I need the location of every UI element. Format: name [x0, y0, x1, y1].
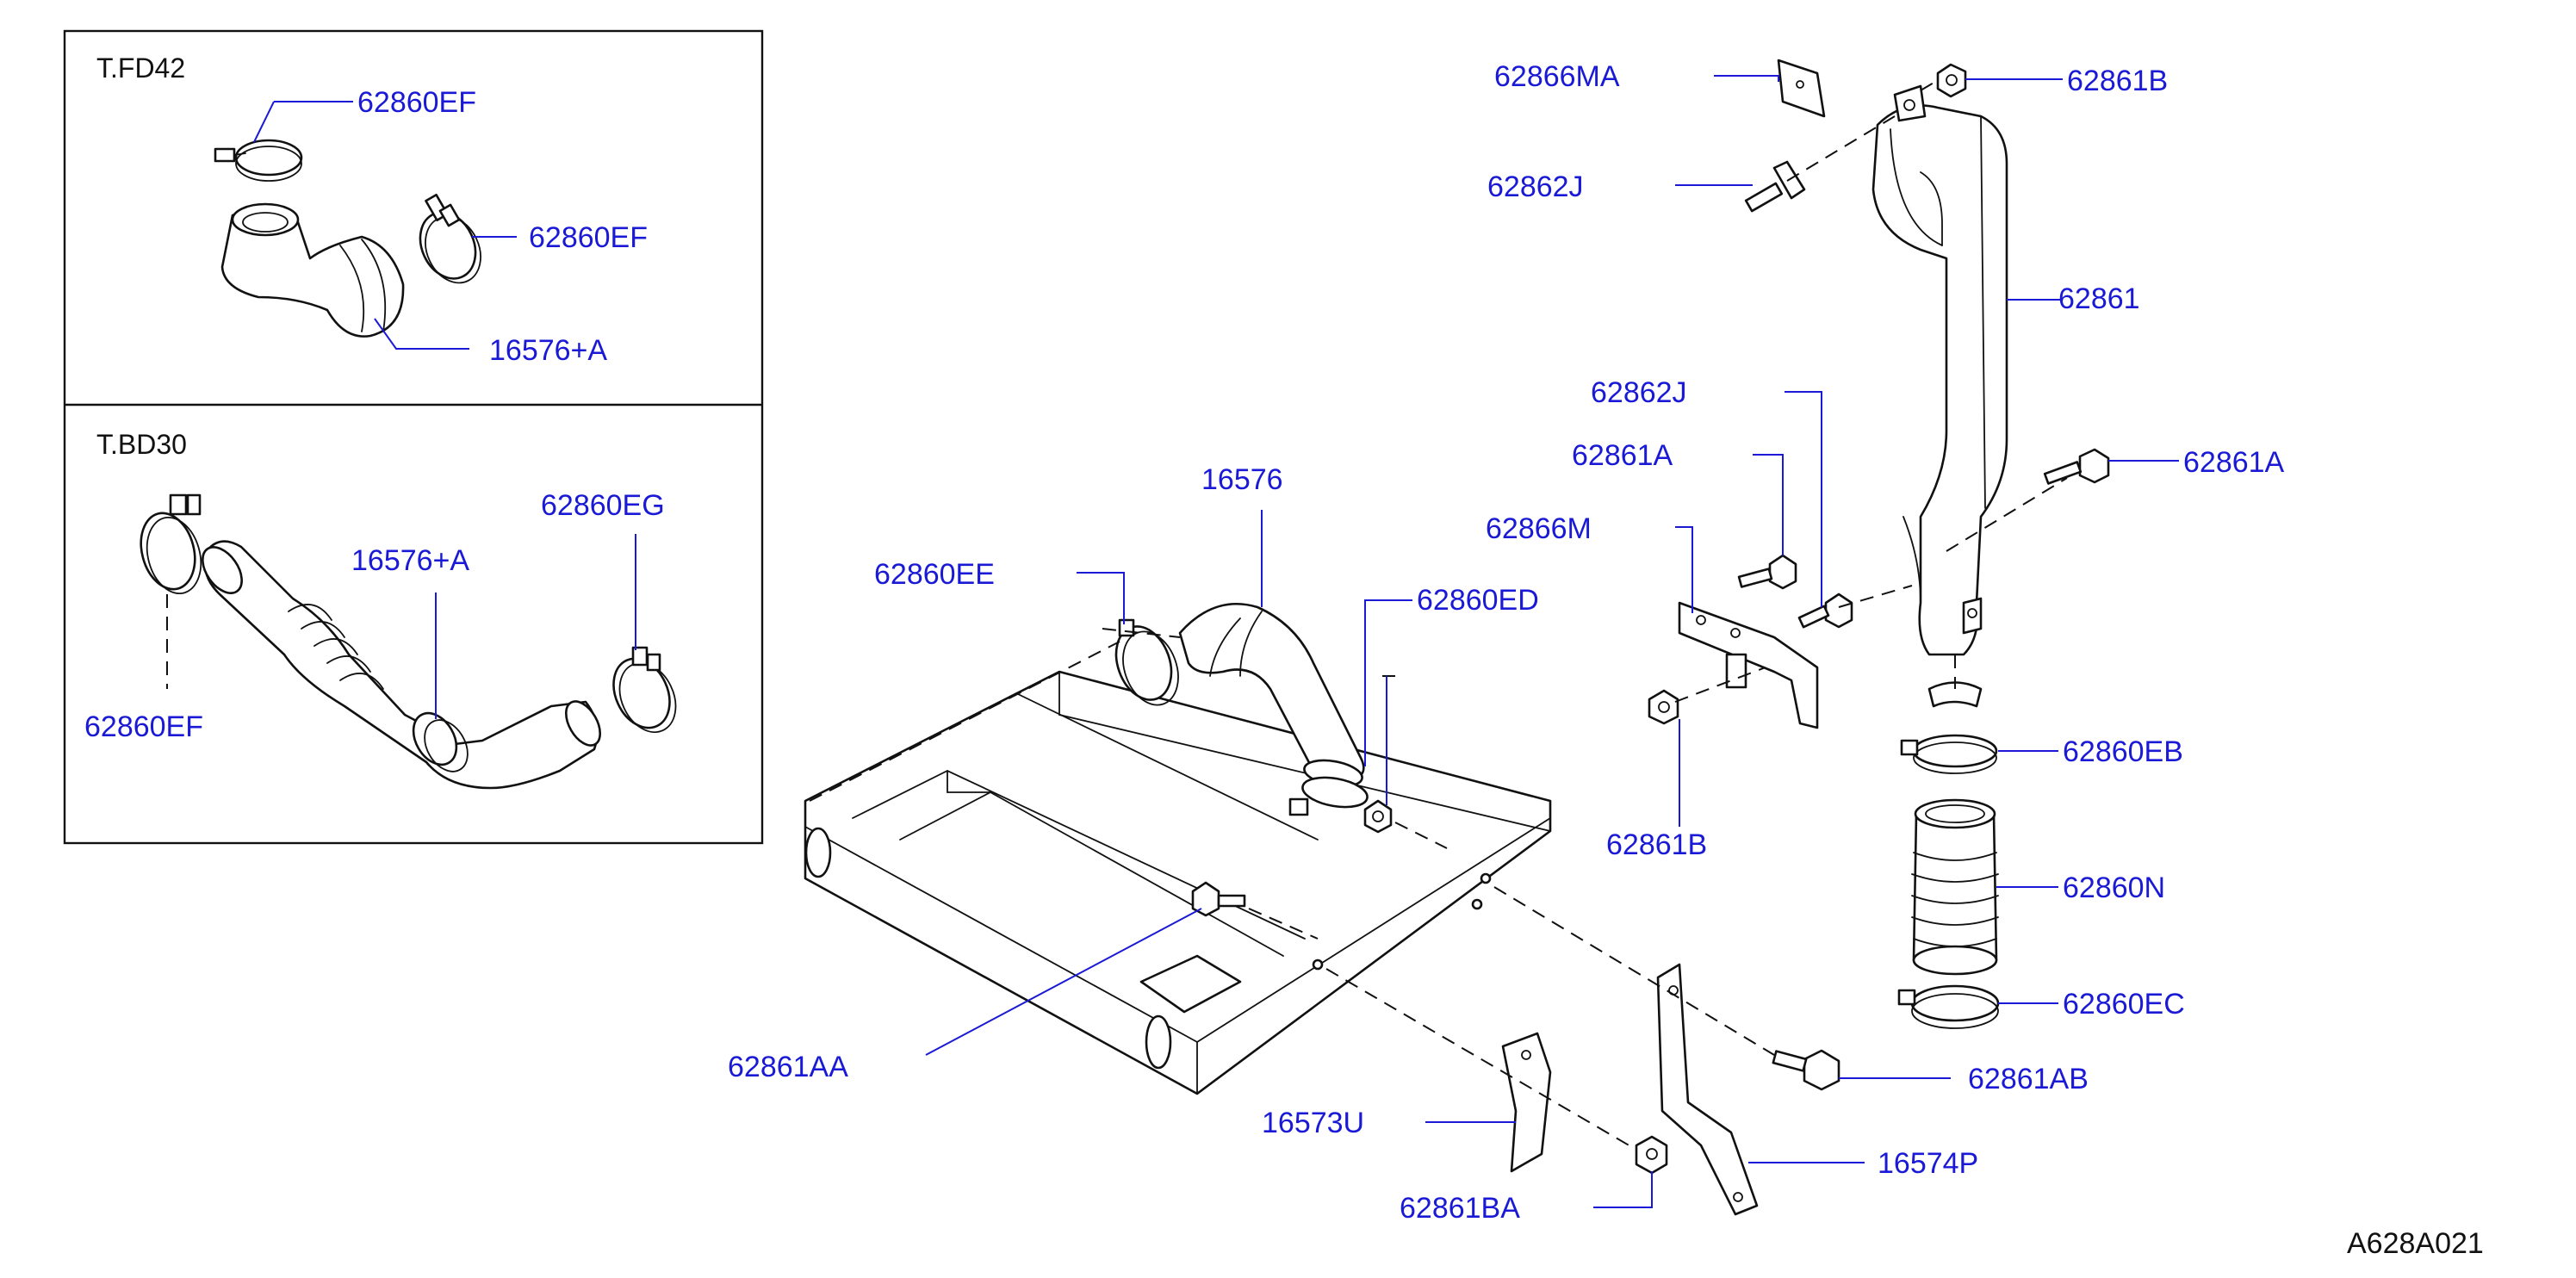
part-label-62861AB[interactable]: 62861AB — [1968, 1063, 2089, 1095]
hose-clamp-drawing — [419, 193, 481, 284]
part-label-62861[interactable]: 62861 — [2058, 282, 2140, 315]
inset-title-fd42: T.FD42 — [96, 53, 185, 84]
nut-drawing — [1648, 689, 1679, 725]
nut-drawing — [1635, 1135, 1668, 1175]
part-label-62861A[interactable]: 62861A — [1572, 439, 1673, 472]
part-label-62860EF[interactable]: 62860EF — [529, 221, 648, 254]
bracket-drawing — [1501, 1032, 1552, 1173]
part-label-62861BA[interactable]: 62861BA — [1400, 1192, 1520, 1225]
part-label-16576-plus-a[interactable]: 16576+A — [351, 544, 469, 577]
assembly-dash-lines — [166, 78, 2068, 1151]
hose-clamp-drawing — [1897, 984, 2000, 1029]
part-label-62860ED[interactable]: 62860ED — [1417, 584, 1539, 617]
rubber-seal-drawing — [1927, 681, 1983, 708]
part-label-62866MA[interactable]: 62866MA — [1494, 60, 1620, 93]
bolt-drawing — [1797, 592, 1853, 629]
crossmember-frame-drawing — [804, 670, 1552, 1095]
part-label-62860EF[interactable]: 62860EF — [357, 86, 476, 119]
figure-reference-code: A628A021 — [2347, 1227, 2484, 1260]
bolt-drawing — [2043, 448, 2110, 485]
bolt-drawing — [1772, 1049, 1840, 1091]
bolt-drawing — [1737, 554, 1797, 590]
part-label-62860N[interactable]: 62860N — [2063, 872, 2165, 904]
hose-clamp-drawing — [612, 646, 677, 734]
nut-drawing — [1363, 799, 1393, 834]
part-label-62860EG[interactable]: 62860EG — [541, 489, 665, 522]
corrugated-hose-drawing — [202, 540, 601, 790]
part-label-62860EB[interactable]: 62860EB — [2063, 735, 2183, 768]
inset-frame — [63, 29, 764, 845]
hose-clamp-drawing — [1288, 776, 1369, 816]
part-label-62861A[interactable]: 62861A — [2183, 446, 2285, 479]
part-label-62862J[interactable]: 62862J — [1487, 171, 1584, 203]
nut-drawing — [1936, 63, 1967, 98]
hose-clamp-drawing — [214, 139, 303, 182]
inset-title-bd30: T.BD30 — [96, 429, 187, 460]
part-label-16576-plus-a[interactable]: 16576+A — [489, 334, 607, 367]
bracket-drawing — [1656, 963, 1759, 1216]
bd30-parts-drawing — [140, 493, 677, 790]
part-label-62862J[interactable]: 62862J — [1591, 376, 1687, 409]
bracket-drawing — [1678, 601, 1819, 729]
part-label-62861B[interactable]: 62861B — [1606, 828, 1707, 861]
bolt-drawing — [1191, 881, 1246, 917]
part-label-62860EF[interactable]: 62860EF — [84, 710, 203, 743]
bolt-drawing — [1744, 160, 1806, 213]
part-label-16574P[interactable]: 16574P — [1878, 1147, 1978, 1180]
bellows-hose-drawing — [1911, 798, 1999, 976]
part-label-62861AA[interactable]: 62861AA — [728, 1051, 848, 1083]
air-intake-pipe-drawing — [1871, 84, 2008, 656]
part-label-62866M[interactable]: 62866M — [1486, 512, 1592, 545]
part-label-16576[interactable]: 16576 — [1201, 463, 1283, 496]
fd42-parts-drawing — [214, 139, 481, 338]
hose-clamp-drawing — [1900, 734, 1998, 774]
leader-lines — [253, 75, 2179, 1208]
part-labels: 62860EF 62860EF 16576+A 62860EG 16576+A … — [84, 60, 2285, 1225]
part-label-62860EC[interactable]: 62860EC — [2063, 988, 2185, 1021]
part-label-16573U[interactable]: 16573U — [1262, 1107, 1364, 1139]
inset-panels: T.FD42 T.BD30 — [63, 29, 764, 845]
hose-clamp-drawing — [140, 493, 202, 595]
part-label-62861B[interactable]: 62861B — [2067, 65, 2168, 97]
bracket-drawing — [1777, 59, 1826, 118]
part-label-62860EE[interactable]: 62860EE — [874, 558, 995, 591]
elbow-hose-drawing — [220, 202, 405, 338]
